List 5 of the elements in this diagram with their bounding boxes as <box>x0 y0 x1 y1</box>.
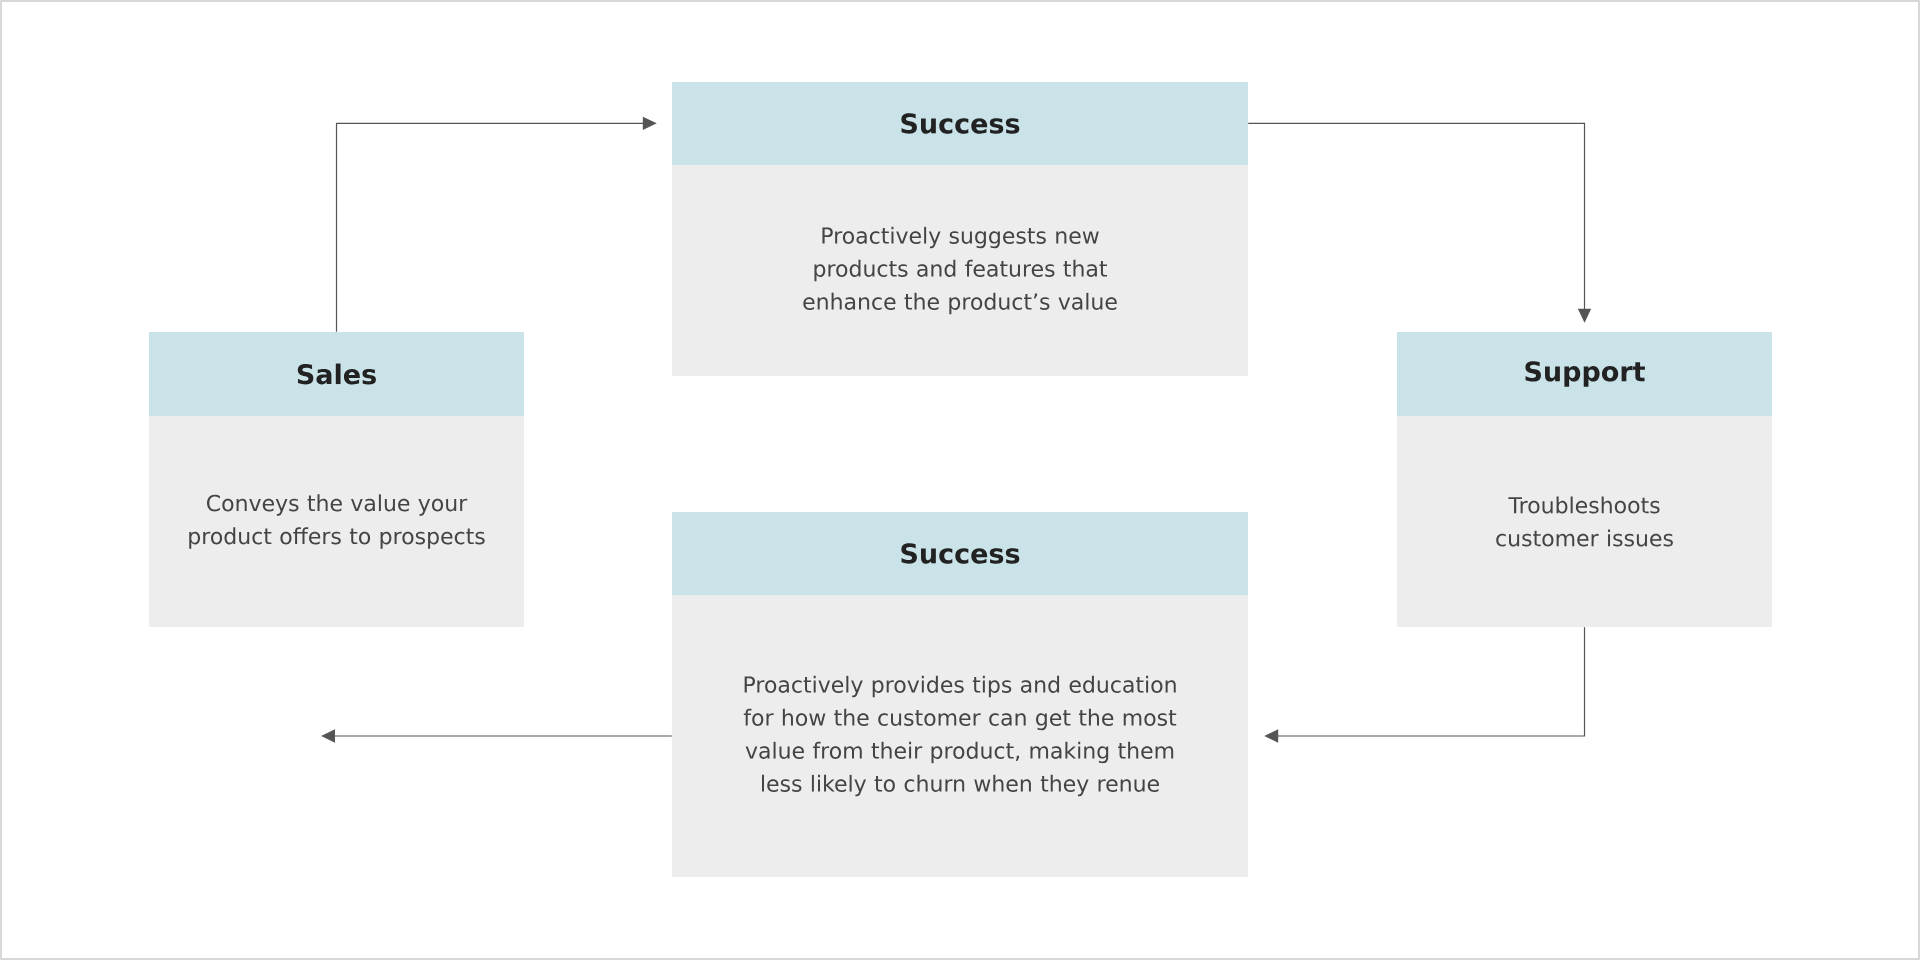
process-box: Success Proactively suggests new products and features that enhance the product’s value <box>672 82 1248 376</box>
process-box: Success Proactively provides tips and education for how the customer can get the most value from their product, making them less likely to churn when they renue <box>672 512 1248 877</box>
process-box: Sales Conveys the value your product offers to prospects <box>149 332 524 627</box>
process-box: Support Troubleshoots customer issues <box>1397 332 1772 627</box>
arrow <box>321 729 673 743</box>
